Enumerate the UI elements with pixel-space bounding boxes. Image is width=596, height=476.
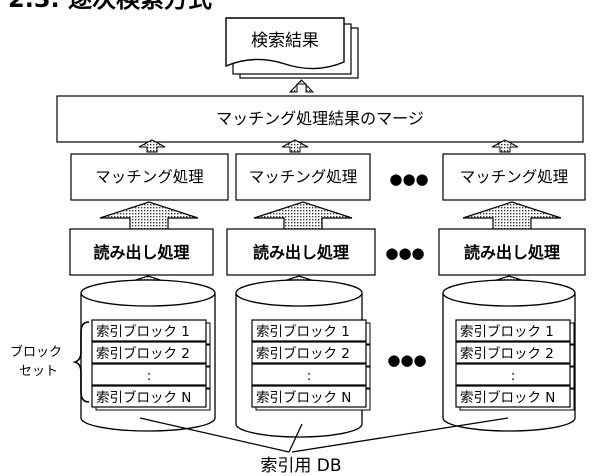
index-block-label: 索引ブロック 1 — [256, 323, 350, 340]
block-set-brace — [72, 321, 90, 403]
index-block-row: 索引ブロック N — [455, 385, 575, 411]
index-block-row: : — [91, 363, 211, 389]
index-block-label: 索引ブロック N — [256, 389, 351, 406]
page-heading: 2.3. 逐次検索方式 — [8, 0, 212, 13]
read-box-2-label: 読み出し処理 — [253, 243, 349, 262]
ellipsis-dots-db: ●●● — [387, 351, 426, 369]
index-block-row: : — [455, 363, 575, 389]
ellipsis-dots-match: ●●● — [389, 170, 428, 188]
index-block-row: 索引ブロック N — [91, 385, 211, 411]
read-box-3-label: 読み出し処理 — [464, 243, 560, 262]
search-result-label: 検索結果 — [251, 31, 319, 51]
merge-box — [56, 95, 584, 143]
arrow-read-to-match-3 — [462, 201, 562, 231]
index-block-label: 索引ブロック N — [96, 389, 191, 406]
index-block-label: : — [147, 368, 152, 384]
arrow-merge-to-result — [288, 79, 315, 93]
index-db-cylinder-3: 索引ブロック 1 索引ブロック 2: 索引ブロック N — [442, 279, 576, 432]
index-block-row: 索引ブロック 1 — [455, 319, 575, 345]
index-block-row: 索引ブロック 1 — [251, 319, 371, 345]
index-block-label: 索引ブロック 1 — [96, 323, 190, 340]
matching-box-2: マッチング処理 — [235, 153, 371, 201]
index-block-label: 索引ブロック 2 — [96, 345, 190, 362]
block-stack-1: 索引ブロック 1 索引ブロック 2: 索引ブロック N — [91, 319, 211, 411]
merge-box-label: マッチング処理結果のマージ — [216, 109, 424, 128]
index-block-row: 索引ブロック 2 — [251, 341, 371, 367]
arrow-match-to-merge-1 — [138, 139, 166, 153]
index-db-label: 索引用 DB — [260, 456, 341, 476]
block-set-label-line2: セット — [19, 364, 58, 379]
read-box-1: 読み出し処理 — [69, 228, 214, 276]
index-block-label: 索引ブロック 2 — [460, 345, 554, 362]
block-stack-2: 索引ブロック 1 索引ブロック 2: 索引ブロック N — [251, 319, 371, 411]
index-db-cylinder-1: 索引ブロック 1 索引ブロック 2: 索引ブロック N — [80, 279, 216, 432]
read-box-3: 読み出し処理 — [438, 228, 586, 276]
db-label-connectors — [139, 417, 509, 453]
index-block-row: : — [251, 363, 371, 389]
index-block-label: : — [307, 368, 312, 384]
index-block-row: 索引ブロック 2 — [455, 341, 575, 367]
block-stack-3: 索引ブロック 1 索引ブロック 2: 索引ブロック N — [455, 319, 575, 411]
index-block-label: 索引ブロック 2 — [256, 345, 350, 362]
arrow-match-to-merge-2 — [281, 139, 309, 153]
arrow-match-to-merge-3 — [491, 139, 519, 153]
search-result-document: 検索結果 — [225, 17, 359, 79]
index-block-row: 索引ブロック 2 — [91, 341, 211, 367]
read-box-1-label: 読み出し処理 — [93, 243, 189, 262]
matching-box-1: マッチング処理 — [70, 153, 229, 201]
matching-box-1-label: マッチング処理 — [95, 168, 204, 186]
arrow-read-to-match-2 — [253, 201, 353, 231]
index-block-label: 索引ブロック N — [460, 389, 555, 406]
matching-box-3-label: マッチング処理 — [460, 168, 569, 186]
arrow-read-to-match-1 — [99, 201, 199, 231]
read-box-2: 読み出し処理 — [226, 228, 376, 276]
index-block-label: : — [511, 368, 516, 384]
index-block-row: 索引ブロック N — [251, 385, 371, 411]
matching-box-2-label: マッチング処理 — [249, 168, 358, 186]
index-block-label: 索引ブロック 1 — [460, 323, 554, 340]
matching-box-3: マッチング処理 — [442, 153, 586, 201]
index-db-cylinder-2: 索引ブロック 1 索引ブロック 2: 索引ブロック N — [235, 279, 371, 438]
ellipsis-dots-read: ●●● — [385, 244, 424, 262]
block-set-label-line1: ブロック — [10, 344, 62, 360]
index-block-row: 索引ブロック 1 — [91, 319, 211, 345]
